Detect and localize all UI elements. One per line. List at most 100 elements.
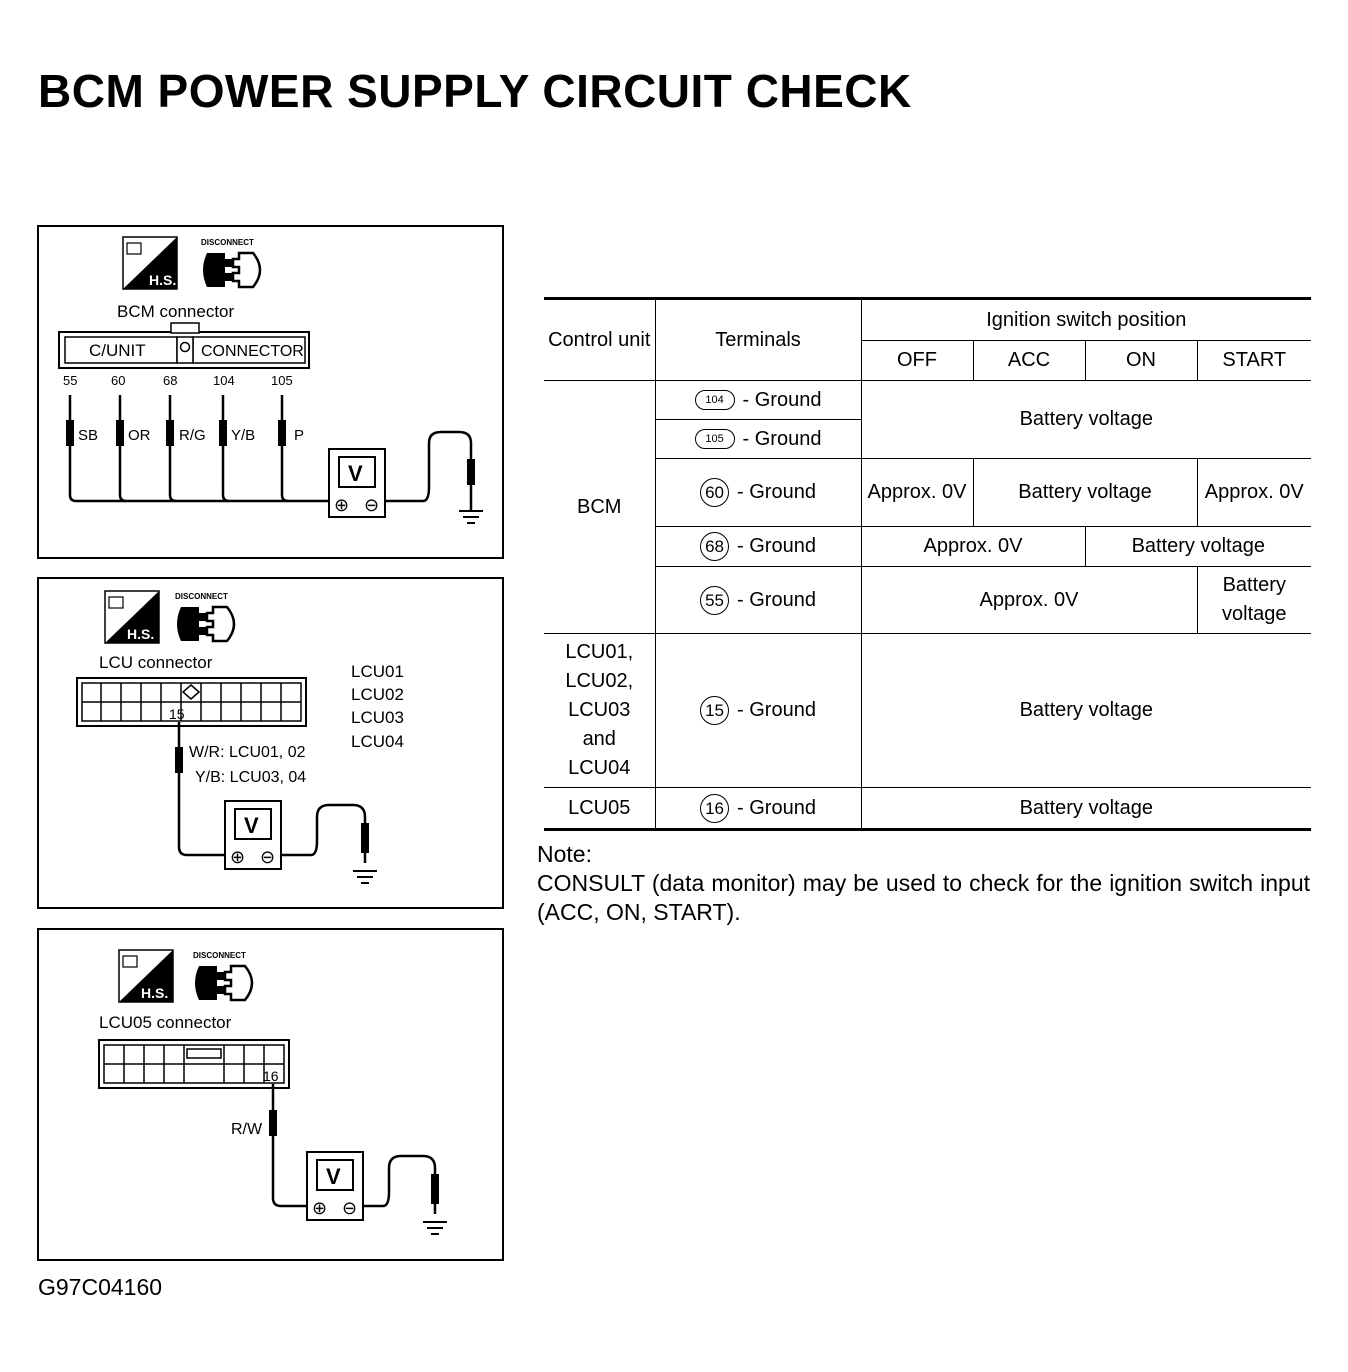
harness-side-icon: H.S. [122, 236, 178, 290]
terminal-60: 60 [700, 478, 730, 508]
note: Note: CONSULT (data monitor) may be used… [537, 840, 1310, 927]
lcu-connector [76, 677, 307, 727]
cell-terminal: 60 - Ground [655, 458, 862, 527]
cell-terminal: 104- Ground [654, 380, 862, 420]
table-row: LCU01, LCU02, LCU03 and LCU04 15- Ground… [544, 633, 1312, 788]
cell-terminal: 15- Ground [654, 633, 862, 788]
terminal-104: 104 [694, 390, 735, 411]
lcu-wire-markers [175, 747, 369, 853]
meter-plus: ⊕ [312, 1198, 327, 1218]
terminal-16: 16 [700, 793, 730, 823]
terminal-55: 55 [700, 585, 730, 615]
lcu-wiring-svg: H.S. DISCONNECT LCU connector LCU01 LCU0… [76, 590, 404, 884]
meter-plus: ⊕ [230, 847, 245, 867]
ground-label: - Ground [742, 427, 822, 450]
hs-label: H.S. [141, 985, 168, 1001]
table-row: 68- Ground Approx. 0V Battery voltage [544, 526, 1312, 567]
lcu05-pin-16: 16 [263, 1068, 279, 1084]
cell-unit-lcu05: LCU05 [544, 787, 656, 831]
cell-value: Approx. 0V [1196, 458, 1312, 527]
pin-68: 68 [163, 373, 177, 388]
header-terminals: Terminals [654, 297, 862, 381]
disconnect-icon: DISCONNECT [175, 592, 236, 643]
meter-minus: ⊖ [364, 495, 379, 515]
pin-104: 104 [213, 373, 235, 388]
table-row: BCM 104- Ground Battery voltage [544, 380, 1312, 634]
cell-value: Battery voltage [972, 458, 1198, 527]
cell-unit-bcm: BCM [544, 380, 656, 634]
wire-rw: R/W [231, 1121, 263, 1138]
wire-yb: Y/B: LCU03, 04 [195, 769, 306, 786]
lcu05-connector [98, 1039, 290, 1089]
lcu-connector-label: LCU connector [99, 653, 213, 672]
meter-minus: ⊖ [342, 1198, 357, 1218]
lcu-unit-2: LCU02 [351, 685, 404, 704]
header-acc: ACC [972, 340, 1086, 381]
connector-box-label: CONNECTOR [201, 343, 304, 360]
cell-terminal: 105- Ground [655, 419, 861, 459]
wire-p: P [294, 427, 304, 444]
lcu-unit-1: LCU01 [351, 662, 404, 681]
ground-label: - Ground [737, 699, 816, 722]
ground-icon [459, 510, 483, 524]
wire-yb: Y/B [231, 427, 255, 444]
disconnect-label: DISCONNECT [175, 592, 228, 601]
lcu05-wiring-svg: H.S. DISCONNECT LCU05 connector 16 R/W [98, 949, 447, 1235]
hs-label: H.S. [127, 626, 154, 642]
cell-unit-lcu01-04: LCU01, LCU02, LCU03 and LCU04 [544, 633, 656, 788]
ground-label: - Ground [737, 796, 816, 819]
meter-plus: ⊕ [334, 495, 349, 515]
bcm-connector: C/UNIT CONNECTOR [58, 322, 310, 369]
cell-terminal: 55- Ground [655, 566, 862, 634]
cell-value: Approx. 0V [860, 526, 1086, 567]
cell-terminal: 68- Ground [655, 526, 862, 567]
lcu05-connector-diagram: H.S. DISCONNECT LCU05 connector 16 R/W [37, 928, 504, 1261]
cell-value: Battery voltage [860, 633, 1312, 788]
lcu-connector-diagram: H.S. DISCONNECT LCU connector LCU01 LCU0… [37, 577, 504, 909]
pin-55: 55 [63, 373, 77, 388]
meter-label: V [244, 813, 259, 838]
lcu05-wire-markers [269, 1110, 439, 1204]
ground-label: - Ground [737, 481, 816, 504]
page-title: BCM POWER SUPPLY CIRCUIT CHECK [38, 65, 912, 117]
table-row: 105- Ground [544, 419, 1311, 459]
hs-label: H.S. [149, 272, 176, 288]
meter-label: V [348, 461, 363, 486]
disconnect-label: DISCONNECT [201, 238, 254, 247]
wire-wr: W/R: LCU01, 02 [189, 744, 306, 761]
cell-value: Approx. 0V [860, 566, 1198, 634]
disconnect-label: DISCONNECT [193, 951, 246, 960]
lcu05-connector-label: LCU05 connector [99, 1013, 232, 1032]
voltage-spec-table: Control unit Terminals Ignition switch p… [544, 297, 1312, 831]
wire-or: OR [128, 427, 151, 444]
cell-value: Battery voltage [860, 380, 1312, 459]
header-control-unit: Control unit [544, 297, 656, 381]
cell-value: Battery voltage [1084, 526, 1312, 567]
lcu05-wires [271, 1084, 437, 1214]
pin-105: 105 [271, 373, 293, 388]
bcm-connector-diagram: H.S. DISCONNECT BCM connector C/UNIT CON… [37, 225, 504, 559]
bcm-connector-label: BCM connector [117, 302, 234, 321]
cell-value: Battery voltage [860, 787, 1312, 831]
voltmeter-icon: V ⊕ ⊖ [328, 448, 386, 518]
lcu-pin-15: 15 [169, 706, 185, 722]
wire-rg: R/G [179, 427, 206, 444]
table-row: LCU05 16 - Ground Battery voltage [544, 787, 1312, 831]
note-heading: Note: [537, 841, 592, 867]
voltmeter-icon: V ⊕ ⊖ [306, 1151, 364, 1221]
header-start: START [1196, 340, 1312, 381]
lcu-unit-4: LCU04 [351, 732, 404, 751]
terminal-68: 68 [700, 532, 730, 562]
table-row: 55- Ground Approx. 0V Battery voltage [544, 566, 1312, 634]
lcu-unit-3: LCU03 [351, 708, 404, 727]
bcm-wiring-svg: H.S. DISCONNECT BCM connector C/UNIT CON… [58, 236, 483, 524]
cunit-label: C/UNIT [89, 341, 146, 360]
meter-minus: ⊖ [260, 847, 275, 867]
disconnect-icon: DISCONNECT [193, 951, 254, 1002]
disconnect-icon: DISCONNECT [201, 238, 262, 289]
header-off: OFF [861, 340, 974, 381]
ground-icon [353, 870, 377, 884]
header-ignition: Ignition switch position [860, 297, 1312, 341]
cell-terminal: 16 - Ground [654, 787, 862, 831]
bcm-wires [68, 395, 473, 511]
